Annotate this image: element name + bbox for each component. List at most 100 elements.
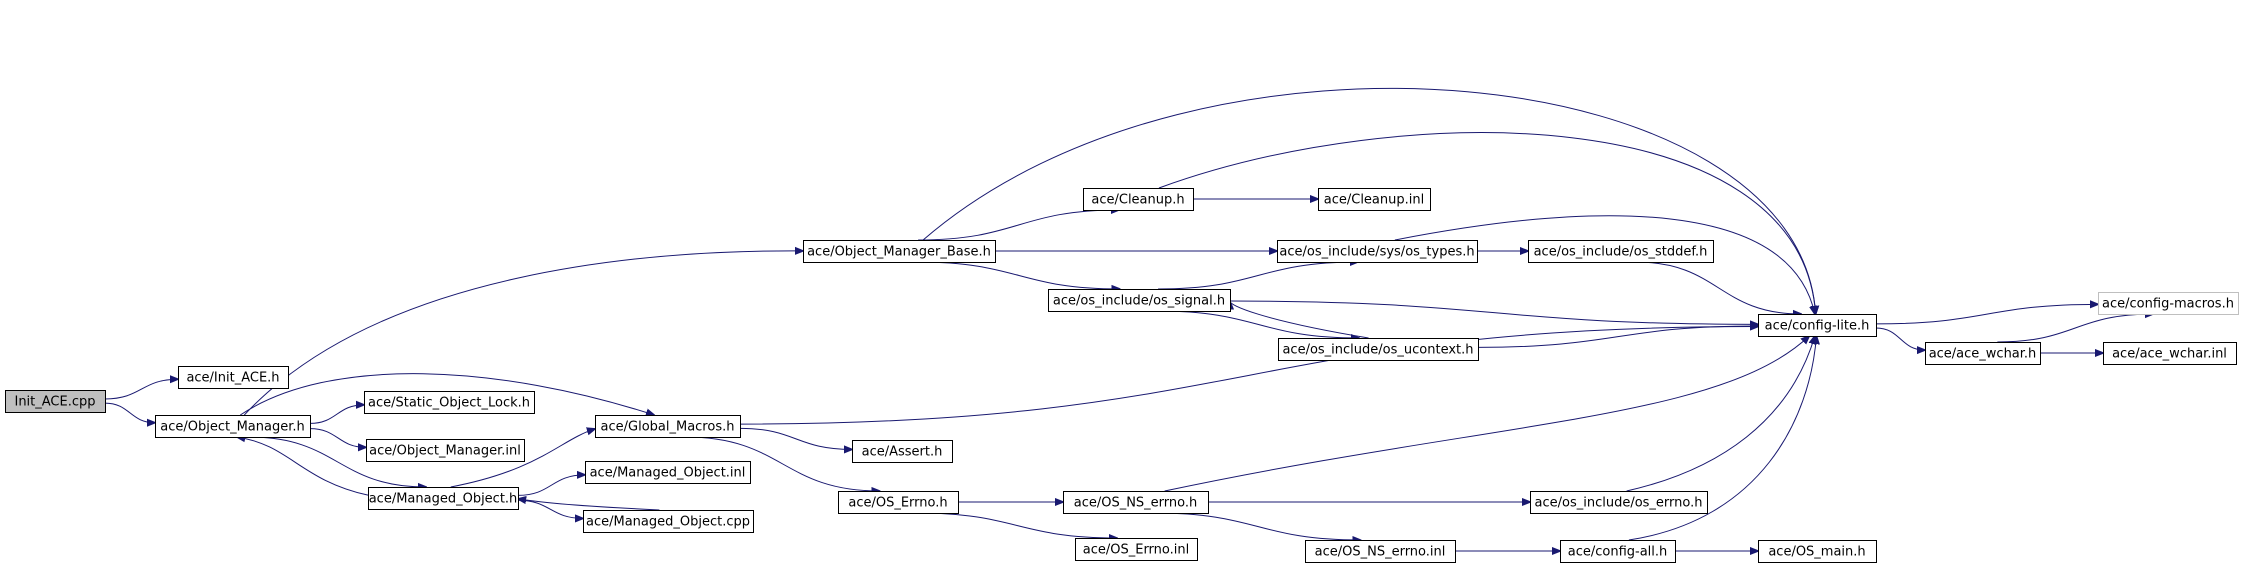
edge-object_manager_h-to-global_macros_h <box>240 373 654 415</box>
node-os_ucontext_h[interactable]: ace/os_include/os_ucontext.h <box>1278 338 1479 361</box>
node-object_manager_base_h[interactable]: ace/Object_Manager_Base.h <box>803 240 996 263</box>
node-label: ace/Object_Manager.inl <box>369 444 521 459</box>
node-box[interactable] <box>2103 342 2237 365</box>
node-managed_object_h[interactable]: ace/Managed_Object.h <box>368 487 519 510</box>
node-object_manager_inl[interactable]: ace/Object_Manager.inl <box>366 439 525 462</box>
node-os_types_h[interactable]: ace/os_include/sys/os_types.h <box>1277 240 1478 263</box>
edge-object_manager_h-to-managed_object_h <box>249 436 426 487</box>
node-ace_wchar_h[interactable]: ace/ace_wchar.h <box>1925 342 2041 365</box>
node-config_macros_h[interactable]: ace/config-macros.h <box>2098 292 2239 315</box>
node-init_ace_h[interactable]: ace/Init_ACE.h <box>178 366 289 389</box>
node-label: ace/OS_Errno.h <box>848 496 947 511</box>
node-box[interactable] <box>178 366 289 389</box>
node-assert_h[interactable]: ace/Assert.h <box>852 440 953 463</box>
node-box[interactable] <box>1075 538 1198 561</box>
edge-os_stddef_h-to-config_lite_h <box>1636 261 1801 314</box>
node-box[interactable] <box>1925 342 2041 365</box>
node-label: ace/Managed_Object.h <box>369 492 518 507</box>
node-os_signal_h[interactable]: ace/os_include/os_signal.h <box>1048 289 1231 312</box>
node-box[interactable] <box>1083 188 1194 211</box>
node-os_main_h[interactable]: ace/OS_main.h <box>1758 540 1877 563</box>
node-config_all_h[interactable]: ace/config-all.h <box>1560 540 1676 563</box>
node-box[interactable] <box>595 415 741 438</box>
edge-os_ucontext_h-to-os_signal_h <box>1230 302 1369 339</box>
node-box[interactable] <box>1560 540 1676 563</box>
node-object_manager_h[interactable]: ace/Object_Manager.h <box>155 415 311 438</box>
node-label: ace/ace_wchar.h <box>1929 347 2037 362</box>
node-label: ace/Cleanup.inl <box>1324 193 1424 208</box>
node-os_stddef_h[interactable]: ace/os_include/os_stddef.h <box>1528 240 1714 263</box>
node-config_lite_h[interactable]: ace/config-lite.h <box>1758 314 1877 337</box>
node-cleanup_inl[interactable]: ace/Cleanup.inl <box>1318 188 1431 211</box>
node-os_ns_errno_h[interactable]: ace/OS_NS_errno.h <box>1063 491 1209 514</box>
edge-managed_object_h-to-managed_object_inl <box>517 475 585 496</box>
node-box[interactable] <box>155 415 311 438</box>
edge-managed_object_h-to-global_macros_h <box>450 429 595 488</box>
node-layer: Init_ACE.cpp ace/Init_ACE.h ace/Object_Man… <box>5 188 2239 563</box>
node-label: ace/Init_ACE.h <box>186 371 279 386</box>
node-box[interactable] <box>1318 188 1431 211</box>
node-box[interactable] <box>1063 491 1209 514</box>
node-os_errno_inl[interactable]: ace/OS_Errno.inl <box>1075 538 1198 561</box>
edge-os_signal_h-to-os_ucontext_h <box>1158 310 1359 338</box>
node-label: ace/config-lite.h <box>1765 319 1870 334</box>
edge-managed_object_h-to-managed_object_cpp <box>517 499 583 518</box>
node-box[interactable] <box>585 461 751 484</box>
node-cleanup_h[interactable]: ace/Cleanup.h <box>1083 188 1194 211</box>
node-label: ace/Cleanup.h <box>1091 193 1184 208</box>
node-managed_object_inl[interactable]: ace/Managed_Object.inl <box>585 461 751 484</box>
node-box[interactable] <box>364 391 535 414</box>
node-box[interactable] <box>1278 338 1479 361</box>
edge-global_macros_h-to-config_lite_h <box>739 327 1758 425</box>
node-box[interactable] <box>1277 240 1478 263</box>
node-label: ace/config-all.h <box>1568 545 1668 560</box>
node-box[interactable] <box>852 440 953 463</box>
node-label: ace/Global_Macros.h <box>601 420 735 435</box>
edge-os_ns_errno_h-to-os_ns_errno_inl <box>1155 512 1360 540</box>
node-label: Init_ACE.cpp <box>14 395 95 410</box>
node-managed_object_cpp[interactable]: ace/Managed_Object.cpp <box>583 510 754 533</box>
node-box[interactable] <box>838 491 959 514</box>
node-label: ace/config-macros.h <box>2102 297 2234 312</box>
node-label: ace/Object_Manager.h <box>160 420 305 435</box>
node-box[interactable] <box>583 510 754 533</box>
node-box[interactable] <box>1305 540 1456 563</box>
node-label: ace/Static_Object_Lock.h <box>368 396 530 411</box>
node-box[interactable] <box>1048 289 1231 312</box>
edge-object_manager_base_h-to-os_signal_h <box>918 261 1120 289</box>
edge-object_manager_h-to-object_manager_inl <box>309 428 366 448</box>
node-global_macros_h[interactable]: ace/Global_Macros.h <box>595 415 741 438</box>
node-box[interactable] <box>1528 240 1714 263</box>
edge-config_lite_h-to-ace_wchar_h <box>1875 327 1925 350</box>
edge-config_lite_h-to-config_macros_h <box>1875 304 2098 325</box>
node-box[interactable] <box>1758 540 1877 563</box>
edge-init_ace_cpp-to-object_manager_h <box>104 402 155 423</box>
node-label: ace/os_include/os_stddef.h <box>1534 245 1708 260</box>
node-label: ace/Object_Manager_Base.h <box>807 245 991 260</box>
node-label: ace/OS_NS_errno.h <box>1074 496 1198 511</box>
node-box[interactable] <box>366 439 525 462</box>
node-box[interactable] <box>1758 314 1877 337</box>
edge-global_macros_h-to-assert_h <box>739 427 852 449</box>
node-os_ns_errno_inl[interactable]: ace/OS_NS_errno.inl <box>1305 540 1456 563</box>
node-box[interactable] <box>368 487 519 510</box>
node-label: ace/Managed_Object.inl <box>590 466 746 481</box>
node-static_object_lock_h[interactable]: ace/Static_Object_Lock.h <box>364 391 535 414</box>
node-init_ace_cpp[interactable]: Init_ACE.cpp <box>5 390 106 413</box>
edge-layer <box>104 87 2153 551</box>
node-label: ace/os_include/os_signal.h <box>1053 294 1225 309</box>
node-box[interactable] <box>5 390 106 413</box>
node-os_include_os_errno_h[interactable]: ace/os_include/os_errno.h <box>1530 491 1708 514</box>
node-ace_wchar_inl[interactable]: ace/ace_wchar.inl <box>2103 342 2237 365</box>
node-box[interactable] <box>1530 491 1708 514</box>
node-label: ace/ace_wchar.inl <box>2112 347 2227 362</box>
edge-object_manager_base_h-to-config_lite_h <box>922 87 1816 314</box>
node-label: ace/OS_main.h <box>1768 545 1865 560</box>
node-label: ace/OS_NS_errno.inl <box>1315 545 1446 560</box>
edge-os_include_os_errno_h-to-config_lite_h <box>1626 336 1815 492</box>
node-box[interactable] <box>803 240 996 263</box>
node-box[interactable] <box>2098 292 2239 315</box>
node-os_errno_h[interactable]: ace/OS_Errno.h <box>838 491 959 514</box>
node-label: ace/Managed_Object.cpp <box>586 515 750 530</box>
node-label: ace/os_include/os_errno.h <box>1535 496 1703 511</box>
